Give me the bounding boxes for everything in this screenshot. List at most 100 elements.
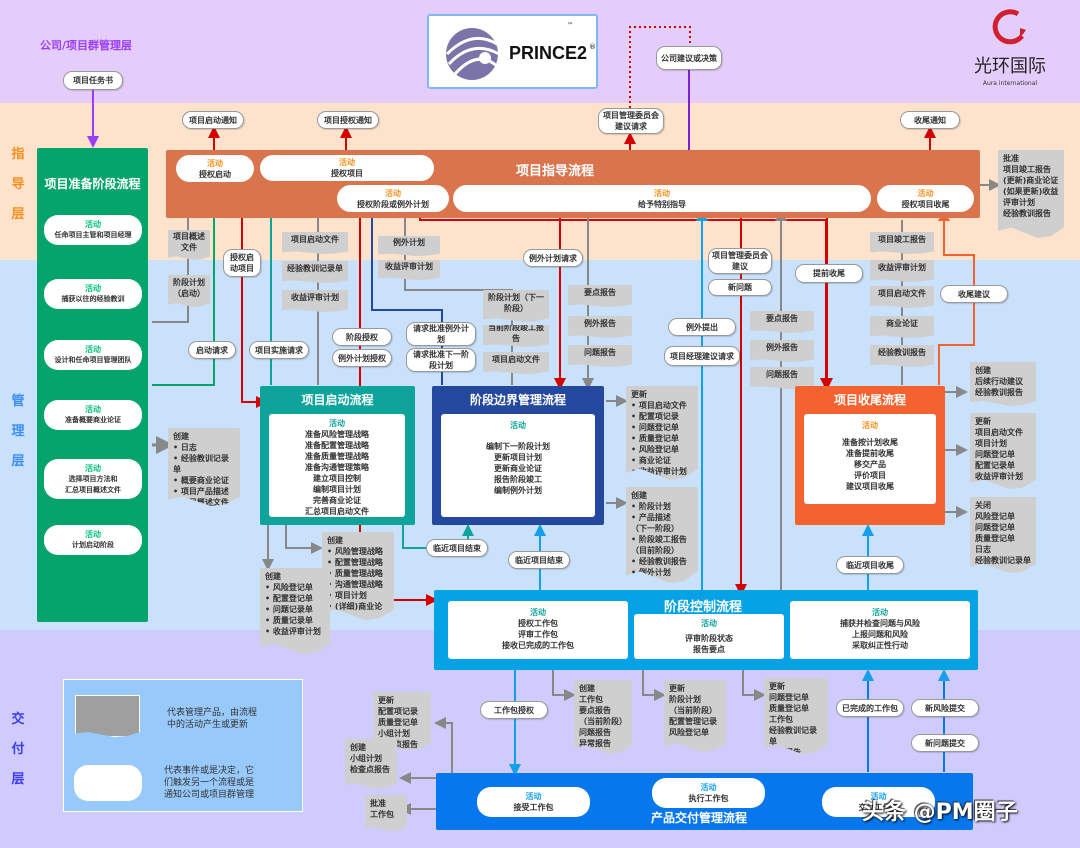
activity-ad-hoc-direction[interactable]: 活动给予特别指导 [453,185,871,212]
doc-delivery-approve: 批准工作包 [365,795,407,831]
initiating-title: 项目启动流程 [301,393,374,407]
doc-closure-approval: 批准项目竣工报告(更新)商业论证(如果更新)收益评审计划经验教训报告 [998,150,1064,238]
doc-control-update-plan: 更新阶段计划（当前阶段）配置管理记录风险登记单 [664,680,726,752]
doc-initiating-strategies: 创建 风险管理战略配置管理战略质量管理战略沟通管理战略项目计划(详细)商业论证 [322,532,394,620]
directing-layer-label: 指导层 [11,147,25,222]
event-stage-auth[interactable]: 阶段授权 [332,328,392,346]
directing-process-title: 项目指导流程 [516,164,595,179]
activity-plan-initiation[interactable]: 活动计划启动阶段 [44,525,142,555]
legend-doc-text: 代表管理产品，由流程中的活动产生或更新 [167,708,258,730]
event-exception-auth[interactable]: 例外计划授权 [332,349,392,367]
doc-end-project-report: 项目竣工报告 [870,232,934,254]
doc-closing-create: 创建后续行动建议经验教训报告 [970,362,1036,406]
closing-process[interactable]: 项目收尾流程 活动 准备按计划收尾准备提前收尾移交产品评价项目建议项目收尾 [795,386,945,525]
doc-exception-plan: 例外计划 [378,236,440,256]
event-new-issue-submit[interactable]: 新问题提交 [911,734,979,752]
prince2-swirl-icon [445,28,500,80]
doc-control-update-registers: 更新问题登记单质量登记单工作包经验教训记录单问题报告日志 [764,678,828,754]
doc-business-case: 商业论证 [870,316,934,338]
watermark: 头条 @PM圈子 [862,800,1018,825]
event-project-mandate[interactable]: 项目任务书 [63,71,123,90]
doc-closing-close: 关闭风险登记单问题登记单质量登记单日志经验教训记录单 [970,497,1036,573]
stage-control-group-issues: 活动 捕获并检查问题与风险上报问题和风险采取纠正性行动 [790,601,970,659]
doc-initiating-registers: 创建 风险登记单配置登记单问题记录单质量记录单收益评审计划 [260,568,330,654]
doc-issue-report-2: 问题报告 [750,367,814,389]
doc-pid: 项目启动文件 [282,232,348,254]
activity-authorize-initiation[interactable]: 活动授权启动 [176,155,254,182]
doc-lessons-log: 经验教训记录单 [282,261,348,283]
stage-control-title: 阶段控制流程 [664,600,743,615]
doc-end-stage-report: 当前阶段竣工报告 [483,325,549,347]
event-close-recommend[interactable]: 收尾建议 [940,285,1008,303]
activity-authorize-project[interactable]: 活动授权项目 [260,155,434,181]
activity-appoint-executive-pm[interactable]: 活动任命项目主管和项目经理 [44,215,142,245]
doc-highlight-report-2: 要点报告 [750,311,814,333]
doc-highlight-report: 要点报告 [568,285,632,307]
doc-control-create: 创建工作包要点报告（当前阶段）问题报告异常报告 [574,680,632,754]
event-exec-request[interactable]: 项目实施请求 [249,341,309,359]
event-near-end-stage[interactable]: 临近项目结束 [426,539,488,557]
activity-outline-business-case[interactable]: 活动准备概要商业论证 [44,400,142,430]
aura-logo: 光环国际 Aura international [960,8,1060,98]
event-wp-auth[interactable]: 工作包授权 [480,701,548,719]
corporate-layer-label: 公司/项目群管理层 [40,39,133,52]
doc-boundary-update: 更新 项目启动文件配置项记录问题登记单质量登记单风险登记单商业论证收益评审计划 [626,386,698,480]
event-new-risk[interactable]: 新风险提交 [911,699,979,717]
doc-closing-update: 更新项目启动文件项目计划问题登记单配置记录单收益评审计划 [970,413,1036,489]
stage-control-group-work-packages: 活动 授权工作包评审工作包接收已完成的工作包 [448,601,628,659]
doc-exception-report-2: 例外报告 [750,340,814,362]
stage-boundary-process[interactable]: 阶段边界管理流程 活动 编制下一阶段计划更新项目计划更新商业论证报告阶段竣工编制… [432,386,604,525]
legend-event-text: 代表事件或是决定，它们触发另一个流程或是通知公司或项目群管理 [164,766,255,800]
starting-up-title: 项目准备阶段流程 [44,177,141,191]
event-pm-advice-request[interactable]: 项目经理建议请求 [664,346,740,366]
doc-project-brief: 项目概述文件 [168,230,210,260]
event-request-exception-approval[interactable]: 请求批准例外计划 [406,322,476,346]
legend-doc-shape [75,695,140,737]
initiating-process[interactable]: 项目启动流程 活动 准备风险管理战略准备配置管理战略准备质量管理战略准备沟通管理… [260,386,415,525]
activity-authorize-stage-plan[interactable]: 活动授权阶段或例外计划 [337,185,449,212]
aura-swirl-icon [992,9,1026,45]
stage-control-group-review: 活动 评审阶段状态报告要点 [634,614,784,659]
event-corporate-advice[interactable]: 公司建议或决策 [656,46,722,70]
activity-select-approach[interactable]: 活动选择项目方法和 汇总项目概述文件 [44,459,142,499]
doc-issue-report: 问题报告 [568,345,632,367]
activity-capture-lessons[interactable]: 活动捕获以往的经验教训 [44,279,142,309]
managing-layer-label: 管理层 [11,394,25,469]
doc-delivery-update: 更新配置项记录质量登记单小组计划检查点报告 [373,692,431,750]
event-completed-wp[interactable]: 已完成的工作包 [836,699,904,717]
doc-benefits-plan-2: 收益评审计划 [378,260,440,280]
initiating-activities: 活动 准备风险管理战略准备配置管理战略准备质量管理战略准备沟通管理策略建立项目控… [269,414,405,517]
event-init-request[interactable]: 启动请求 [188,341,236,359]
doc-benefits-plan-3: 收益评审计划 [870,260,934,282]
activity-accept-wp[interactable]: 活动接受工作包 [477,787,590,817]
doc-pid-2: 项目启动文件 [483,352,549,374]
event-exception-raised[interactable]: 例外提出 [668,318,736,336]
event-authorize-initiation[interactable]: 授权启动项目 [223,249,261,277]
event-request-next-stage-approval[interactable]: 请求批准下一阶段计划 [406,348,476,372]
event-init-notice[interactable]: 项目启动通知 [182,111,244,129]
event-board-advice-request[interactable]: 项目管理委员会建议请求 [598,108,664,134]
product-delivery-title: 产品交付管理流程 [651,811,748,825]
event-close-notice[interactable]: 收尾通知 [900,111,960,129]
stage-boundary-title: 阶段边界管理流程 [469,393,566,407]
prince2-tm: ™ [567,22,573,29]
delivering-layer-label: 交付层 [11,712,25,787]
activity-design-team[interactable]: 活动设计和任命项目管理团队 [44,340,142,370]
event-near-close[interactable]: 临近项目收尾 [836,556,904,574]
event-board-advice[interactable]: 项目管理委员会建议 [708,248,772,274]
closing-activities: 活动 准备按计划收尾准备提前收尾移交产品评价项目建议项目收尾 [804,414,936,504]
event-new-issue[interactable]: 新问题 [708,279,772,296]
doc-exception-report: 例外报告 [568,316,632,338]
doc-boundary-create: 创建 阶段计划产品描述（下一阶段）阶段竣工报告（目前阶段）经验教训报告例外计划 [626,487,698,583]
aura-name-en: Aura international [982,80,1038,87]
event-exception-plan-request[interactable]: 例外计划请求 [523,249,583,267]
aura-name-cn: 光环国际 [974,56,1046,77]
event-near-end-stage-2[interactable]: 临近项目结束 [508,551,570,569]
event-auth-notice[interactable]: 项目授权通知 [317,111,379,129]
event-premature-close[interactable]: 提前收尾 [795,264,863,283]
activity-execute-wp[interactable]: 活动执行工作包 [652,778,765,808]
activity-deliver-wp[interactable]: 活动交付工作包 [822,787,935,817]
activity-authorize-closure[interactable]: 活动授权项目收尾 [877,185,974,212]
stage-control-process[interactable]: 阶段控制流程 活动 授权工作包评审工作包接收已完成的工作包 活动 评审阶段状态报… [434,590,978,670]
doc-stage-plan-init: 阶段计划（启动） [168,275,210,307]
